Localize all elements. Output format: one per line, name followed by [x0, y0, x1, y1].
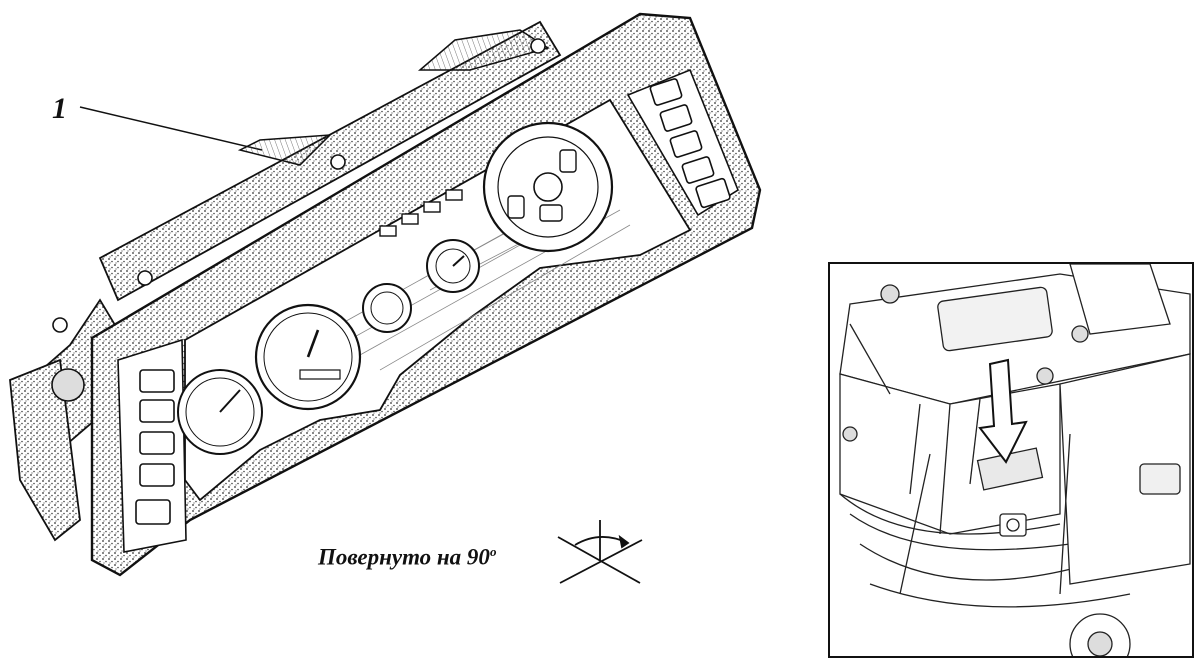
location-arrow-icon	[978, 358, 1028, 464]
rotation-caption: Повернуто на 90o	[318, 544, 496, 571]
temperature-gauge	[177, 369, 263, 455]
warning-lamp-row	[379, 189, 463, 237]
vehicle-cab-drawing	[839, 264, 1191, 656]
small-gauges	[362, 239, 480, 333]
tachometer	[482, 121, 614, 253]
leader-line	[79, 106, 263, 151]
rotation-90-symbol-icon	[557, 520, 643, 584]
right-rocker-switches	[649, 78, 731, 209]
speedometer	[254, 303, 362, 411]
left-rocker-switches	[135, 369, 175, 525]
caption-text: Повернуто на 90	[318, 544, 490, 570]
location-inset	[828, 262, 1194, 658]
degree-mark: o	[489, 544, 497, 559]
callout-number-1: 1	[52, 92, 67, 125]
